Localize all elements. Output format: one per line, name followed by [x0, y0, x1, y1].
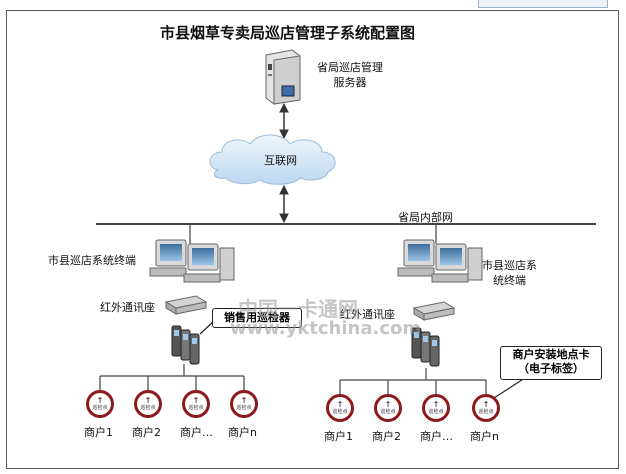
- tag-signal-icon: ↑: [96, 396, 104, 405]
- electronic-tag-icon: ↑巡检点: [230, 390, 258, 418]
- tag-icon-text: 巡检点: [92, 405, 108, 411]
- server-icon: [265, 49, 301, 105]
- link-server-internet: [279, 102, 289, 140]
- left-ir-cradle-icon: [164, 295, 208, 315]
- internet-label: 互联网: [264, 154, 297, 167]
- tag-signal-icon: ↑: [240, 396, 248, 405]
- right-terminal-label: 市县巡店系 统终端: [482, 258, 537, 288]
- tag-icon-text: 巡检点: [236, 405, 252, 411]
- electronic-tag-icon: ↑巡检点: [86, 390, 114, 418]
- internet-cloud-icon: [209, 134, 336, 185]
- top-edge-bar: [478, 0, 608, 8]
- left-ir-label: 红外通讯座: [100, 301, 155, 314]
- tag-icon-text: 巡检点: [332, 409, 348, 415]
- left-merchant-label: 商户2: [132, 426, 161, 439]
- left-handheld-reader-icon: [171, 325, 200, 365]
- right-merchant-label: 商户n: [470, 430, 499, 443]
- tag-icon-text: 巡检点: [380, 409, 396, 415]
- right-terminal-computer-icon: [397, 239, 483, 283]
- link-internet-intranet: [279, 184, 289, 224]
- right-ir-cradle-icon: [412, 301, 456, 321]
- tag-signal-icon: ↑: [192, 396, 200, 405]
- server-label: 省局巡店管理 服务器: [317, 60, 383, 90]
- watermark-url: www.yktchina.com: [230, 318, 422, 339]
- electronic-tag-icon: ↑巡检点: [472, 394, 500, 422]
- diagram-title: 市县烟草专卖局巡店管理子系统配置图: [160, 24, 416, 42]
- tag-signal-icon: ↑: [384, 400, 392, 409]
- right-ir-label: 红外通讯座: [340, 308, 395, 321]
- tag-callout-line2: （电子标签）: [518, 362, 584, 375]
- right-merchant-label: 商户2: [372, 430, 401, 443]
- electronic-tag-icon: ↑巡检点: [134, 390, 162, 418]
- tag-signal-icon: ↑: [336, 400, 344, 409]
- left-terminal-computer-icon: [149, 239, 235, 283]
- tag-callout: 商户安装地点卡 （电子标签）: [500, 346, 602, 380]
- tag-icon-text: 巡检点: [188, 405, 204, 411]
- left-terminal-label: 市县巡店系统终端: [48, 254, 136, 267]
- tag-signal-icon: ↑: [144, 396, 152, 405]
- right-merchant-tree: [339, 368, 487, 394]
- server-label-line2: 服务器: [333, 76, 367, 89]
- right-merchant-label: 商户…: [420, 430, 453, 443]
- right-handheld-reader-icon: [411, 327, 440, 367]
- watermark-chinese: 中国一卡通网: [238, 297, 358, 321]
- tag-icon-text: 巡检点: [428, 409, 444, 415]
- tag-icon-text: 巡检点: [478, 409, 494, 415]
- electronic-tag-icon: ↑巡检点: [374, 394, 402, 422]
- left-merchant-label: 商户n: [228, 426, 257, 439]
- handheld-callout-pointer: [199, 321, 214, 335]
- server-label-line1: 省局巡店管理: [317, 61, 383, 74]
- left-merchant-tree: [99, 364, 245, 390]
- electronic-tag-icon: ↑巡检点: [422, 394, 450, 422]
- right-terminal-label-line1: 市县巡店系: [482, 259, 537, 272]
- intranet-label: 省局内部网: [398, 211, 453, 224]
- right-merchant-label: 商户1: [324, 430, 353, 443]
- tag-signal-icon: ↑: [432, 400, 440, 409]
- left-merchant-label: 商户…: [180, 426, 213, 439]
- handheld-callout: 销售用巡检器: [212, 308, 302, 328]
- electronic-tag-icon: ↑巡检点: [182, 390, 210, 418]
- electronic-tag-icon: ↑巡检点: [326, 394, 354, 422]
- diagram-frame: [6, 10, 619, 469]
- left-merchant-label: 商户1: [84, 426, 113, 439]
- tag-signal-icon: ↑: [482, 400, 490, 409]
- tag-icon-text: 巡检点: [140, 405, 156, 411]
- tag-callout-line1: 商户安装地点卡: [512, 348, 590, 361]
- right-terminal-label-line2: 统终端: [493, 274, 526, 287]
